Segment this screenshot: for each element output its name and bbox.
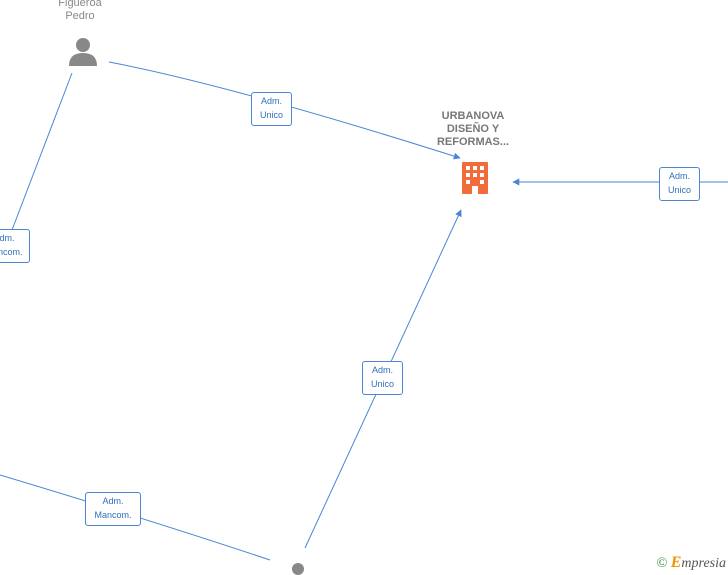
edge-label-adm-unico[interactable]: Adm. Unico (362, 361, 403, 395)
edge-label-line2: Unico (370, 379, 394, 389)
brand-initial: E (670, 554, 682, 571)
person-name-line1: Figueroa (58, 0, 102, 9)
company-name-label: URBANOVA DISEÑO Y REFORMAS... (413, 110, 533, 149)
company-name-line2: DISEÑO Y (446, 123, 500, 135)
edge-label-adm-mancom[interactable]: Adm. Mancom. (85, 492, 141, 526)
edge-label-line1: Adm. (102, 496, 124, 506)
edge-label-adm-unico[interactable]: Adm. Unico (251, 92, 292, 126)
empresia-watermark: © Empresia (657, 554, 726, 572)
person-name-line2: Pedro (65, 10, 95, 22)
edge-line-top-to-left (11, 72, 73, 231)
copyright-symbol: © (656, 556, 668, 571)
edge-label-line2: Unico (259, 110, 283, 120)
person-icon[interactable] (292, 563, 304, 575)
edge-label-adm-unico[interactable]: Adm. Unico (659, 167, 700, 201)
edge-label-line1: Adm. (668, 171, 690, 181)
edge-label-line2: Mancom. (0, 247, 23, 257)
edge-label-line1: Adm. (0, 233, 15, 243)
brand-rest: mpresia (681, 556, 726, 571)
building-icon[interactable] (462, 162, 488, 194)
edge-label-line1: Adm. (371, 365, 393, 375)
company-name-line3: REFORMAS... (436, 136, 510, 148)
edge-label-line1: Adm. (260, 96, 282, 106)
edge-label-line2: Unico (667, 185, 691, 195)
edge-label-adm-mancom[interactable]: Adm. Mancom. (0, 229, 30, 263)
edge-label-line2: Mancom. (94, 510, 132, 520)
company-name-line1: URBANOVA (441, 110, 505, 122)
person-name-label: Figueroa Pedro (40, 0, 120, 23)
person-icon[interactable] (69, 38, 97, 66)
edge-line-left-to-bottom (0, 474, 271, 561)
